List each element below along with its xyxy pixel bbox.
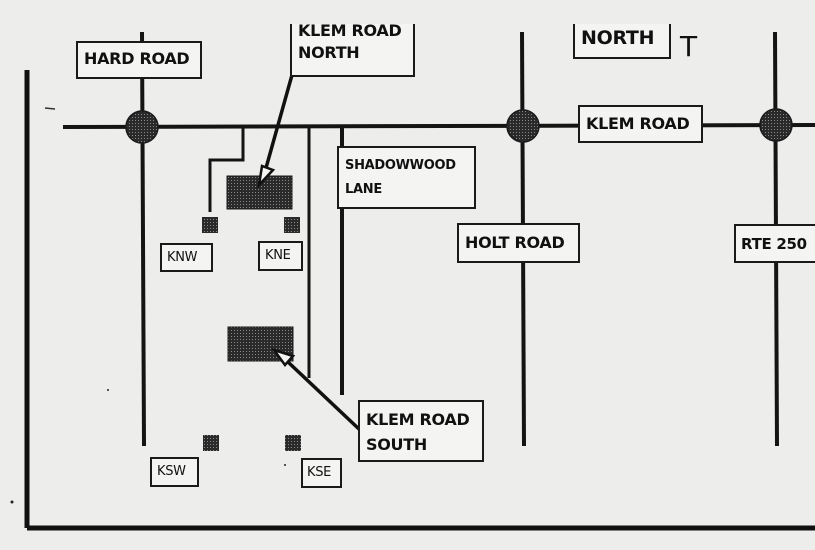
label-site-knw-text: KNW xyxy=(167,250,198,265)
label-hard-road: HARD ROAD xyxy=(76,41,202,79)
label-holt-road-text: HOLT ROAD xyxy=(465,233,565,252)
hard-road-line xyxy=(140,31,146,447)
arrow-klem-road-south xyxy=(270,347,362,432)
label-klem-road-north-line2: NORTH xyxy=(298,43,360,62)
label-klem-road-south-line1: KLEM ROAD xyxy=(366,410,470,429)
label-hard-road-text: HARD ROAD xyxy=(84,49,190,68)
scan-speck xyxy=(44,107,56,110)
label-holt-road: HOLT ROAD xyxy=(457,223,580,263)
label-klem-road-south-line2: SOUTH xyxy=(366,435,427,454)
label-site-kne: KNE xyxy=(258,241,303,271)
site-marker-kse xyxy=(285,435,301,451)
intersection-holt-klem xyxy=(506,109,540,143)
label-north: NORTH xyxy=(573,24,671,59)
label-rte-250-text: RTE 250 xyxy=(741,235,807,253)
label-klem-road: KLEM ROAD xyxy=(578,105,703,143)
label-shadowwood-lane: SHADOWWOOD LANE xyxy=(337,146,476,209)
intersection-hard-klem xyxy=(125,110,159,144)
label-klem-road-north-line1: KLEM ROAD xyxy=(298,24,402,40)
scan-speck xyxy=(10,500,14,504)
label-site-kse-text: KSE xyxy=(307,465,332,480)
label-klem-road-text: KLEM ROAD xyxy=(586,114,690,133)
intersection-rte250-klem xyxy=(759,108,793,142)
label-klem-road-north: KLEM ROAD NORTH xyxy=(290,24,415,77)
site-marker-knw xyxy=(202,217,218,233)
site-marker-kne xyxy=(284,217,300,233)
label-shadowwood-lane-line2: LANE xyxy=(345,182,382,197)
north-arrow-glyph: T xyxy=(680,30,698,63)
scan-speck xyxy=(284,464,286,466)
label-site-ksw: KSW xyxy=(150,457,199,487)
scan-speck xyxy=(107,389,109,391)
label-north-text: NORTH xyxy=(581,27,655,49)
label-site-kne-text: KNE xyxy=(265,248,291,263)
north-access-road xyxy=(208,127,245,212)
label-site-knw: KNW xyxy=(160,243,213,272)
label-klem-road-south: KLEM ROAD SOUTH xyxy=(358,400,484,462)
site-marker-ksw xyxy=(203,435,219,451)
label-rte-250: RTE 250 xyxy=(734,224,815,263)
label-site-ksw-text: KSW xyxy=(157,464,186,479)
arrow-klem-road-north xyxy=(257,74,294,189)
label-site-kse: KSE xyxy=(301,458,342,488)
label-shadowwood-lane-line1: SHADOWWOOD xyxy=(345,158,456,173)
